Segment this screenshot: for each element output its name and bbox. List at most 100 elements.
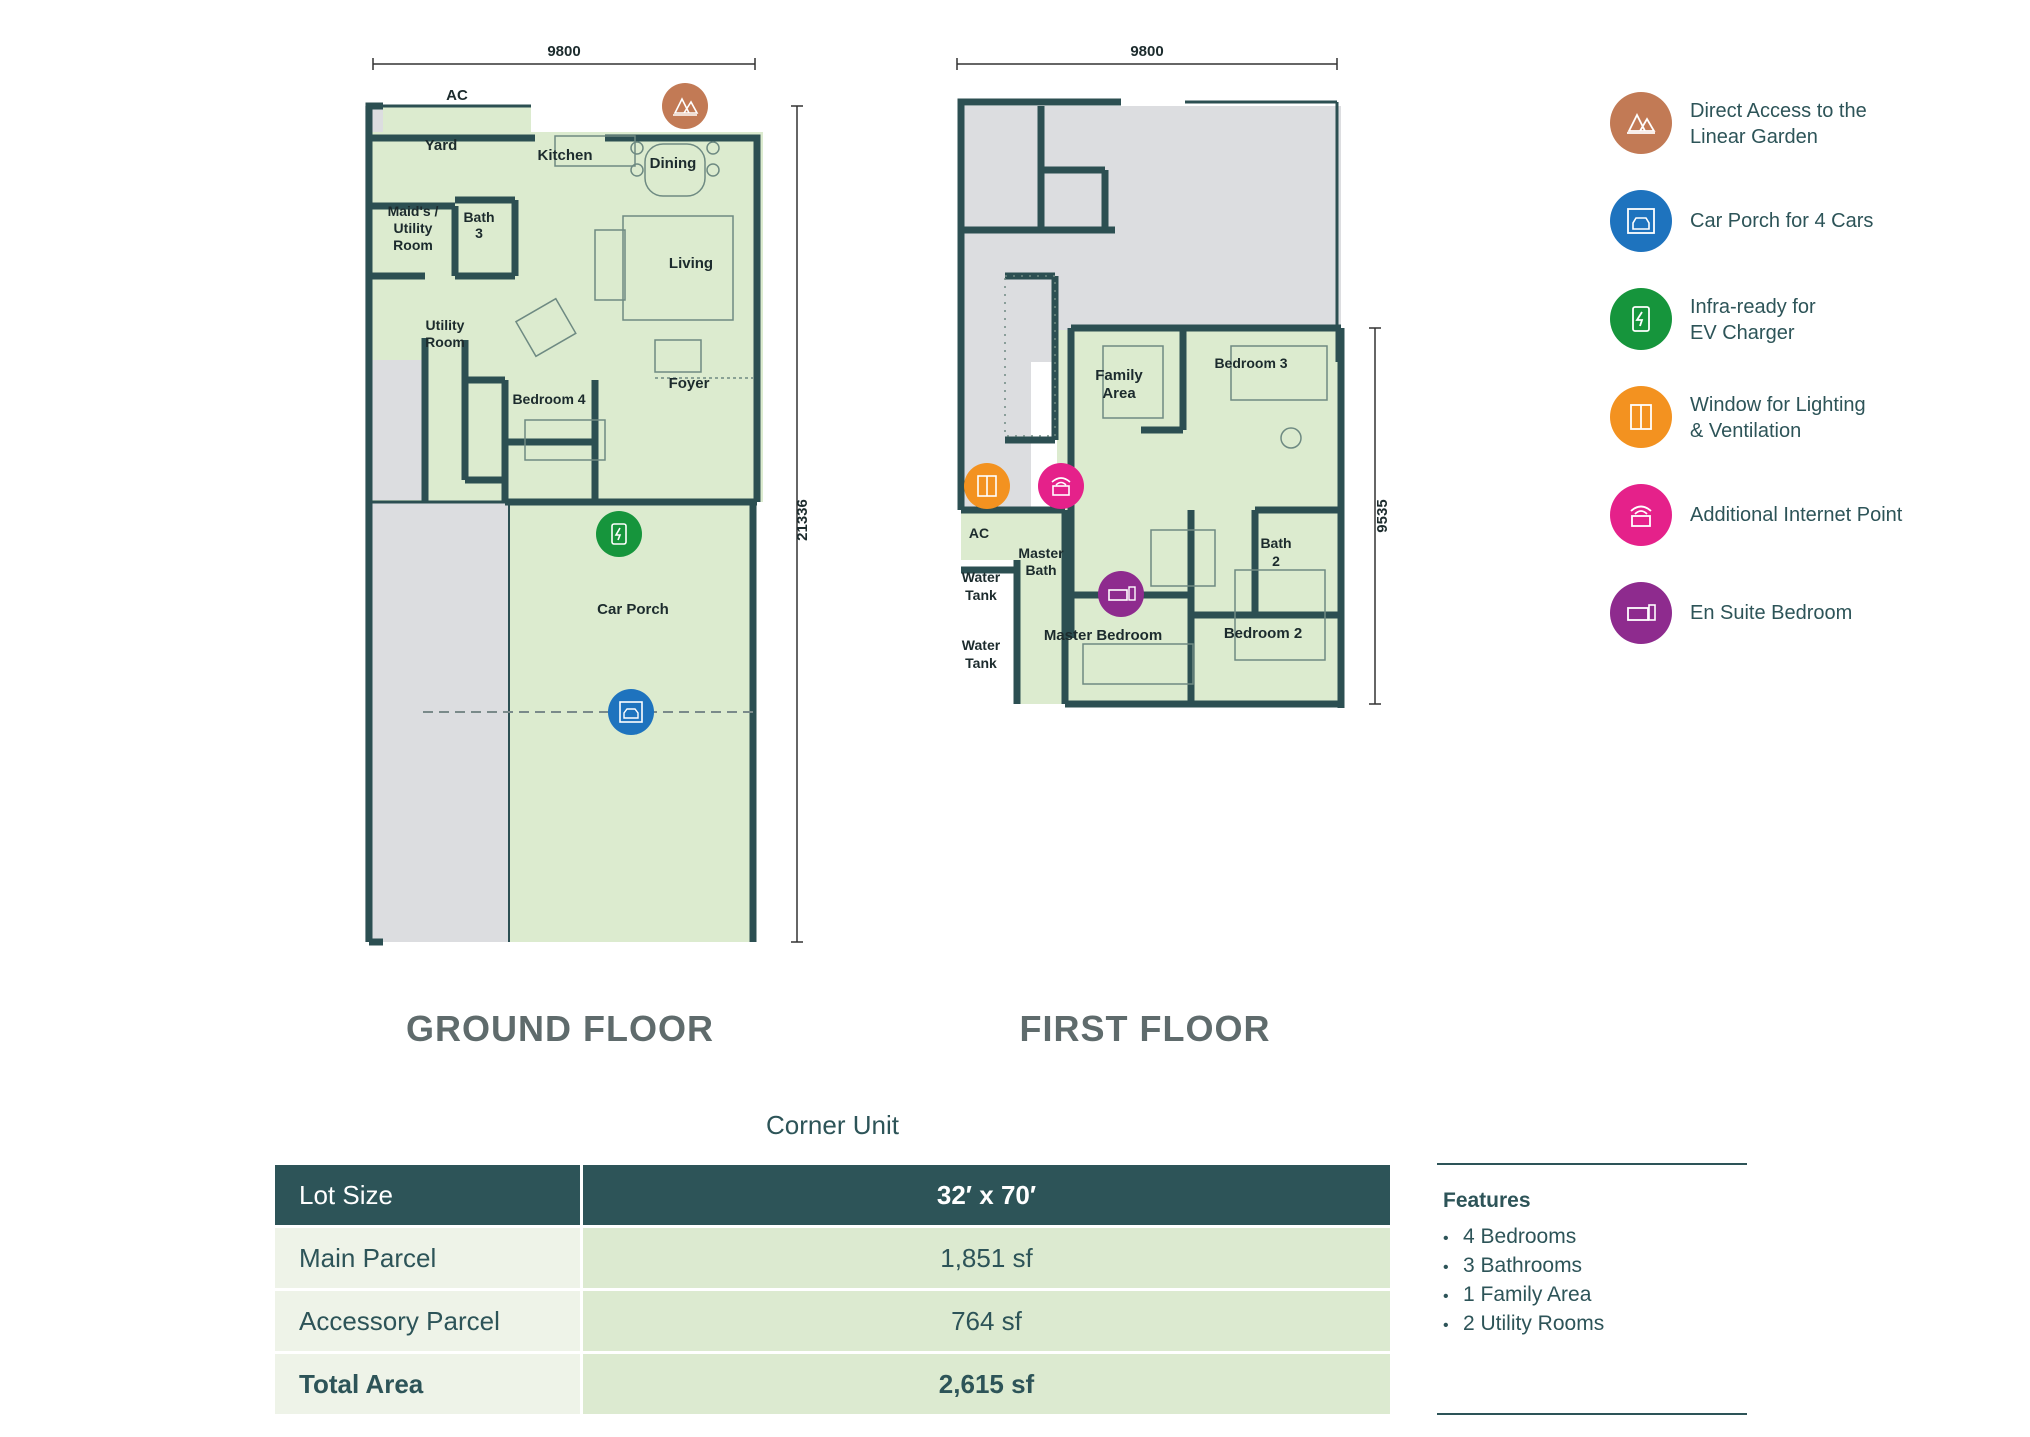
room-maids-line3: Room <box>393 237 433 253</box>
room-bedroom4: Bedroom 4 <box>512 391 585 407</box>
internet-point-icon <box>1038 463 1084 509</box>
legend-item-ev-charger: Infra-ready for EV Charger <box>1610 288 2010 352</box>
legend-item-internet-point: Additional Internet Point <box>1610 484 2010 548</box>
width-dimension: 9800 <box>372 43 756 70</box>
legend-item-garden: Direct Access to the Linear Garden <box>1610 92 2010 156</box>
room-yard: Yard <box>425 137 458 154</box>
legend-label-line1: Additional Internet Point <box>1690 504 1903 526</box>
legend-label: Car Porch for 4 Cars <box>1690 208 1990 234</box>
ground-floor-plan: 9800 21336 <box>365 43 811 946</box>
table-row: Total Area 2,615 sf <box>275 1354 1390 1414</box>
first-floor-plan: 9800 9535 <box>956 43 1391 708</box>
room-ac: AC <box>446 87 468 104</box>
row-label: Main Parcel <box>275 1228 583 1288</box>
garden-icon <box>1610 92 1672 154</box>
feature-text: 1 Family Area <box>1463 1283 1592 1306</box>
row-value: 764 sf <box>583 1291 1390 1351</box>
width-dimension-label: 9800 <box>547 43 580 60</box>
first-depth-dimension-label: 9535 <box>1374 499 1391 532</box>
table-row: Main Parcel 1,851 sf <box>275 1228 1390 1288</box>
row-label: Accessory Parcel <box>275 1291 583 1351</box>
legend-label-line1: Car Porch for 4 Cars <box>1690 210 1874 232</box>
room-family-line1: Family <box>1095 367 1143 384</box>
legend-label: Infra-ready for EV Charger <box>1690 294 1990 346</box>
room-living: Living <box>669 255 713 272</box>
first-interior <box>1057 330 1341 704</box>
legend-label: En Suite Bedroom <box>1690 600 1990 626</box>
legend-label: Window for Lighting & Ventilation <box>1690 392 1990 444</box>
room-dining: Dining <box>650 155 697 172</box>
legend-item-ensuite: En Suite Bedroom <box>1610 582 2010 646</box>
car-porch-icon <box>608 689 654 735</box>
list-item: •1 Family Area <box>1443 1283 1592 1306</box>
room-foyer: Foyer <box>669 375 710 392</box>
first-depth-dimension: 9535 <box>1369 327 1391 705</box>
room-water-tank-1-line2: Tank <box>965 587 997 603</box>
room-ac: AC <box>969 525 989 541</box>
feature-text: 4 Bedrooms <box>1463 1225 1577 1248</box>
car-porch-icon <box>1610 190 1672 252</box>
ground-walls <box>365 102 761 946</box>
legend-item-car-porch: Car Porch for 4 Cars <box>1610 190 2010 254</box>
depth-dimension: 21336 <box>791 105 811 943</box>
first-furniture <box>1004 275 1328 685</box>
room-bath3-line1: Bath <box>463 209 494 225</box>
table-row: Accessory Parcel 764 sf <box>275 1291 1390 1351</box>
room-bath2-line2: 2 <box>1272 553 1280 569</box>
ensuite-bedroom-icon <box>1098 571 1144 617</box>
first-walls <box>957 98 1345 708</box>
legend-label-line1: Window for Lighting <box>1690 394 1866 416</box>
legend-label-line1: Direct Access to the <box>1690 100 1867 122</box>
list-item: •4 Bedrooms <box>1443 1225 1577 1248</box>
room-master-bath-line2: Bath <box>1025 562 1056 578</box>
row-value: 32′ x 70′ <box>583 1165 1390 1225</box>
ground-furniture <box>514 135 753 461</box>
table-row: Lot Size 32′ x 70′ <box>275 1165 1390 1225</box>
ev-charger-icon <box>596 511 642 557</box>
row-value: 1,851 sf <box>583 1228 1390 1288</box>
room-bath3-line2: 3 <box>475 225 483 241</box>
legend-label-line1: Infra-ready for <box>1690 296 1816 318</box>
features-list: •4 Bedrooms •3 Bathrooms •1 Family Area … <box>1443 1223 1604 1339</box>
room-water-tank-1-line1: Water <box>962 569 1001 585</box>
row-label: Lot Size <box>275 1165 583 1225</box>
window-icon <box>1610 386 1672 448</box>
ev-charger-icon <box>1610 288 1672 350</box>
water-tank-area <box>961 560 1017 704</box>
legend-label-line2: & Ventilation <box>1690 420 1802 442</box>
accessory-parcel-area <box>369 502 509 942</box>
first-width-dimension-label: 9800 <box>1130 43 1163 60</box>
area-table: Lot Size 32′ x 70′ Main Parcel 1,851 sf … <box>275 1162 1390 1417</box>
room-utility-line2: Room <box>425 334 465 350</box>
feature-text: 3 Bathrooms <box>1463 1254 1583 1277</box>
room-water-tank-2-line1: Water <box>962 637 1001 653</box>
features-title: Features <box>1443 1189 1531 1212</box>
room-maids-line2: Utility <box>394 220 433 236</box>
features-panel: Features •4 Bedrooms •3 Bathrooms •1 Fam… <box>1437 1163 1747 1415</box>
window-icon <box>964 463 1010 509</box>
stair-area <box>369 360 427 500</box>
row-value: 2,615 sf <box>583 1354 1390 1414</box>
unit-caption: Corner Unit <box>766 1110 899 1140</box>
legend-label-line2: Linear Garden <box>1690 126 1818 148</box>
room-maids-line1: Maid's / <box>388 203 439 219</box>
garden-icon <box>662 83 708 129</box>
legend-item-window: Window for Lighting & Ventilation <box>1610 386 2010 450</box>
room-bath2-line1: Bath <box>1260 535 1291 551</box>
room-bedroom3: Bedroom 3 <box>1214 355 1287 371</box>
room-family-line2: Area <box>1102 385 1136 402</box>
room-master-bath-line1: Master <box>1018 545 1064 561</box>
room-master-bedroom: Master Bedroom <box>1044 627 1162 644</box>
room-bedroom2: Bedroom 2 <box>1224 625 1302 642</box>
first-floor-title: FIRST FLOOR <box>1019 1008 1271 1049</box>
list-item: •2 Utility Rooms <box>1443 1312 1605 1335</box>
legend-label-line2: EV Charger <box>1690 322 1795 344</box>
feature-text: 2 Utility Rooms <box>1463 1312 1605 1335</box>
legend-label: Direct Access to the Linear Garden <box>1690 98 1990 150</box>
legend-label-line1: En Suite Bedroom <box>1690 602 1853 624</box>
internet-point-icon <box>1610 484 1672 546</box>
row-label: Total Area <box>275 1354 583 1414</box>
room-utility-line1: Utility <box>426 317 465 333</box>
room-water-tank-2-line2: Tank <box>965 655 997 671</box>
list-item: •3 Bathrooms <box>1443 1254 1583 1277</box>
